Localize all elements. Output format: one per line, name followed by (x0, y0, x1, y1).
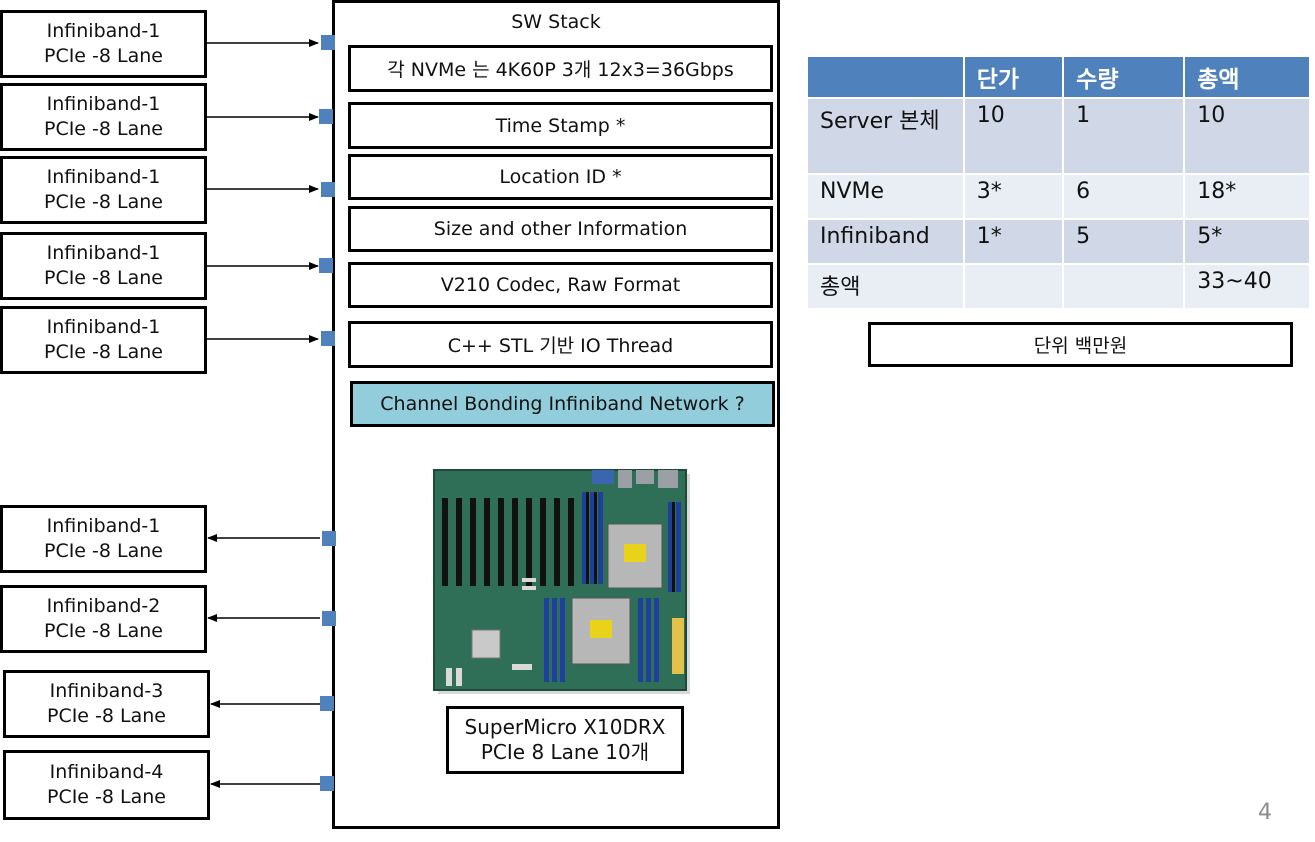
infiniband-input-box: Infiniband-1 PCIe -8 Lane (0, 10, 207, 78)
table-cell: 총액 (806, 263, 965, 310)
infiniband-name: Infiniband-1 (46, 20, 161, 42)
port-square (321, 182, 335, 197)
port-square (322, 611, 336, 626)
table-header-cell: 단가 (962, 55, 1065, 99)
port-square (321, 35, 335, 50)
infiniband-input-box: Infiniband-1 PCIe -8 Lane (0, 306, 207, 374)
infiniband-name: Infiniband-2 (46, 595, 161, 617)
infiniband-name: Infiniband-1 (46, 316, 161, 338)
infiniband-name: Infiniband-1 (46, 515, 161, 537)
infiniband-spec: PCIe -8 Lane (43, 267, 163, 289)
table-header-row: 단가 수량 총액 (806, 55, 1311, 99)
motherboard-caption: SuperMicro X10DRX PCIe 8 Lane 10개 (446, 706, 684, 774)
table-cell: Server 본체 (806, 97, 965, 175)
infiniband-spec: PCIe -8 Lane (46, 786, 166, 808)
motherboard-model: SuperMicro X10DRX (464, 715, 666, 739)
table-cell (1062, 263, 1186, 310)
infiniband-name: Infiniband-1 (46, 93, 161, 115)
infiniband-spec: PCIe -8 Lane (43, 45, 163, 67)
port-square (319, 109, 333, 124)
table-cell: 10 (962, 97, 1065, 175)
infiniband-input-box: Infiniband-1 PCIe -8 Lane (0, 232, 207, 300)
table-cell: 5 (1062, 218, 1186, 265)
stack-title: SW Stack (511, 11, 601, 33)
infiniband-output-box: Infiniband-2 PCIe -8 Lane (0, 585, 207, 653)
infiniband-name: Infiniband-1 (46, 242, 161, 264)
infiniband-name: Infiniband-4 (49, 761, 164, 783)
infiniband-spec: PCIe -8 Lane (43, 540, 163, 562)
motherboard-image (433, 469, 690, 694)
table-cell: 10 (1183, 97, 1311, 175)
motherboard-spec: PCIe 8 Lane 10개 (480, 740, 650, 764)
infiniband-spec: PCIe -8 Lane (43, 620, 163, 642)
table-cell: 1* (962, 218, 1065, 265)
table-cell: NVMe (806, 173, 965, 220)
infiniband-output-box: Infiniband-4 PCIe -8 Lane (3, 750, 210, 820)
stack-item: Size and other Information (348, 206, 773, 252)
stack-item: Location ID * (348, 154, 773, 200)
port-square (320, 776, 334, 791)
infiniband-spec: PCIe -8 Lane (43, 191, 163, 213)
table-header-cell: 수량 (1062, 55, 1186, 99)
port-square (321, 331, 335, 346)
table-row: 총액 33~40 (806, 263, 1311, 310)
port-square (320, 696, 334, 711)
table-row: NVMe 3* 6 18* (806, 173, 1311, 220)
infiniband-name: Infiniband-3 (49, 680, 164, 702)
table-cell: 3* (962, 173, 1065, 220)
table-cell: 6 (1062, 173, 1186, 220)
table-row: Server 본체 10 1 10 (806, 97, 1311, 175)
stack-item: V210 Codec, Raw Format (348, 262, 773, 308)
table-header-cell: 총액 (1183, 55, 1311, 99)
price-table: 단가 수량 총액 Server 본체 10 1 10 NVMe 3* 6 18*… (806, 55, 1311, 310)
table-row: Infiniband 1* 5 5* (806, 218, 1311, 265)
unit-note: 단위 백만원 (868, 322, 1293, 367)
infiniband-input-box: Infiniband-1 PCIe -8 Lane (0, 83, 207, 151)
stack-item: 각 NVMe 는 4K60P 3개 12x3=36Gbps (348, 45, 773, 92)
stack-item-highlight: Channel Bonding Infiniband Network ? (350, 381, 775, 427)
table-header-cell (806, 55, 965, 99)
infiniband-spec: PCIe -8 Lane (43, 118, 163, 140)
table-cell (962, 263, 1065, 310)
infiniband-name: Infiniband-1 (46, 166, 161, 188)
table-cell: 1 (1062, 97, 1186, 175)
infiniband-input-box: Infiniband-1 PCIe -8 Lane (0, 156, 207, 224)
table-cell: Infiniband (806, 218, 965, 265)
infiniband-output-box: Infiniband-3 PCIe -8 Lane (3, 670, 210, 738)
infiniband-spec: PCIe -8 Lane (43, 341, 163, 363)
table-cell: 33~40 (1183, 263, 1311, 310)
page-number: 4 (1258, 800, 1272, 825)
infiniband-spec: PCIe -8 Lane (46, 705, 166, 727)
infiniband-output-box: Infiniband-1 PCIe -8 Lane (0, 505, 207, 573)
port-square (319, 258, 333, 273)
table-cell: 5* (1183, 218, 1311, 265)
stack-item: C++ STL 기반 IO Thread (348, 321, 773, 368)
port-square (322, 531, 336, 546)
stack-item: Time Stamp * (348, 102, 773, 149)
table-cell: 18* (1183, 173, 1311, 220)
